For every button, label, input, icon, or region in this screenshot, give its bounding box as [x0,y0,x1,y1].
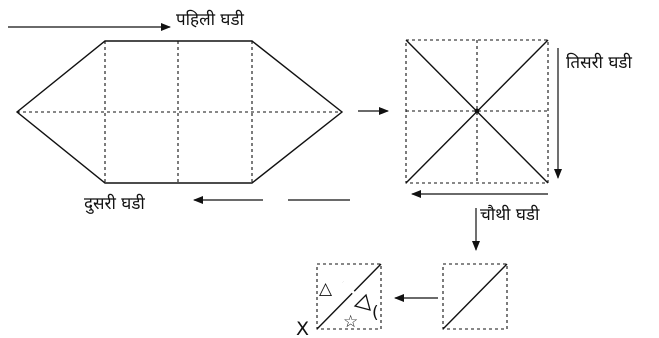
triangle-symbol: △ [319,279,333,299]
fourth-fold-step: चौथी घडी [411,190,548,251]
square-sheet [405,39,549,184]
corner-x-label: X [296,318,309,338]
folded-small-square [442,263,508,330]
second-fold-label: दुसरी घडी [84,193,145,214]
first-fold-label: पहिली घडी [176,9,245,30]
star-symbol: ☆ [343,312,358,332]
cut-result-square: △ ☆ ( X [296,263,382,338]
third-fold-label: तिसरी घडी [566,52,632,73]
crescent-symbol: ( [372,303,379,323]
first-fold-step: पहिली घडी [8,9,245,31]
second-fold-step: दुसरी घडी [84,193,350,214]
fourth-fold-label: चौथी घडी [480,204,540,225]
cut-direction-arrow [341,280,371,311]
hexagon-sheet [15,40,344,184]
third-fold-step: तिसरी घडी [554,48,632,179]
